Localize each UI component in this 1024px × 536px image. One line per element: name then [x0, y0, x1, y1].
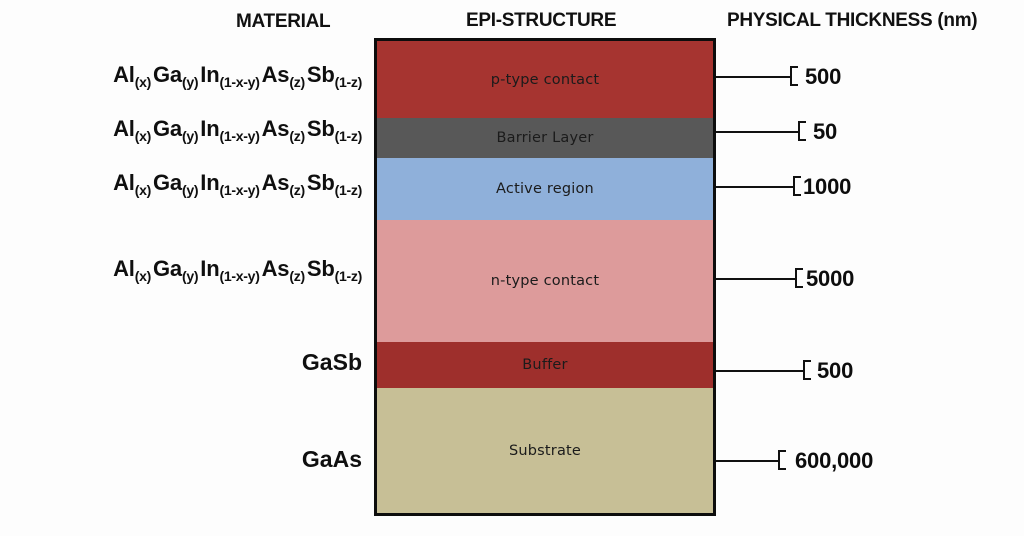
leader-line [716, 186, 794, 188]
layer-substrate[interactable]: Substrate [377, 388, 713, 513]
thickness-value-barrier-layer: 50 [813, 119, 838, 144]
material-label-n-type-contact: Al(x)Ga(y)In(1-x-y)As(z)Sb(1-z) [0, 256, 374, 284]
thickness-value-substrate: 600,000 [795, 448, 874, 473]
thickness-row-active-region: 1000 [716, 174, 852, 199]
thickness-value-p-type-contact: 500 [805, 64, 842, 89]
layer-label-n-type-contact: n-type contact [490, 273, 600, 289]
epi-structure-stack: p-type contact Barrier Layer Active regi… [374, 38, 716, 516]
column-header-material: MATERIAL [236, 11, 331, 32]
thickness-value-active-region: 1000 [803, 174, 852, 199]
bracket-marker [803, 360, 811, 380]
material-text-gaas: GaAs [301, 446, 362, 472]
thickness-value-buffer: 500 [817, 358, 854, 383]
layer-barrier-layer[interactable]: Barrier Layer [377, 118, 713, 158]
thickness-row-barrier-layer: 50 [716, 119, 838, 144]
material-label-substrate: GaAs [0, 448, 374, 471]
material-label-barrier-layer: Al(x)Ga(y)In(1-x-y)As(z)Sb(1-z) [0, 116, 374, 144]
layer-n-type-contact[interactable]: n-type contact [377, 220, 713, 342]
leader-line [716, 131, 799, 133]
layer-label-barrier-layer: Barrier Layer [496, 130, 594, 146]
material-label-p-type-contact: Al(x)Ga(y)In(1-x-y)As(z)Sb(1-z) [0, 62, 374, 90]
layer-active-region[interactable]: Active region [377, 158, 713, 220]
alloy-formula: Al(x)Ga(y)In(1-x-y)As(z)Sb(1-z) [113, 116, 362, 144]
thickness-value-n-type-contact: 5000 [806, 266, 855, 291]
thickness-column: 500 50 1000 5000 500 600,000 [716, 0, 1024, 536]
layer-label-buffer: Buffer [522, 357, 568, 373]
thickness-row-p-type-contact: 500 [716, 64, 842, 89]
layer-label-p-type-contact: p-type contact [490, 71, 600, 88]
bracket-marker [790, 66, 798, 86]
alloy-formula: Al(x)Ga(y)In(1-x-y)As(z)Sb(1-z) [113, 170, 362, 198]
leader-line [716, 370, 804, 372]
column-header-physical-thickness: PHYSICAL THICKNESS (nm) [727, 10, 978, 31]
thickness-row-buffer: 500 [716, 358, 854, 383]
layer-buffer[interactable]: Buffer [377, 342, 713, 388]
thickness-row-n-type-contact: 5000 [716, 266, 855, 291]
bracket-marker [795, 268, 803, 288]
material-column: Al(x)Ga(y)In(1-x-y)As(z)Sb(1-z) Al(x)Ga(… [0, 0, 374, 536]
material-label-buffer: GaSb [0, 351, 374, 374]
layer-label-active-region: Active region [496, 181, 594, 197]
bracket-marker [778, 450, 786, 470]
leader-line [716, 278, 796, 280]
alloy-formula: Al(x)Ga(y)In(1-x-y)As(z)Sb(1-z) [113, 256, 362, 284]
bracket-marker [793, 176, 801, 196]
thickness-row-substrate: 600,000 [716, 448, 874, 473]
leader-line [716, 76, 791, 78]
material-label-active-region: Al(x)Ga(y)In(1-x-y)As(z)Sb(1-z) [0, 170, 374, 198]
column-header-epi-structure: EPI-STRUCTURE [466, 10, 617, 31]
leader-line [716, 460, 779, 462]
bracket-marker [798, 121, 806, 141]
alloy-formula: Al(x)Ga(y)In(1-x-y)As(z)Sb(1-z) [113, 62, 362, 90]
material-text-gasb: GaSb [301, 349, 362, 375]
layer-p-type-contact[interactable]: p-type contact [377, 41, 713, 118]
layer-label-substrate: Substrate [508, 442, 582, 459]
